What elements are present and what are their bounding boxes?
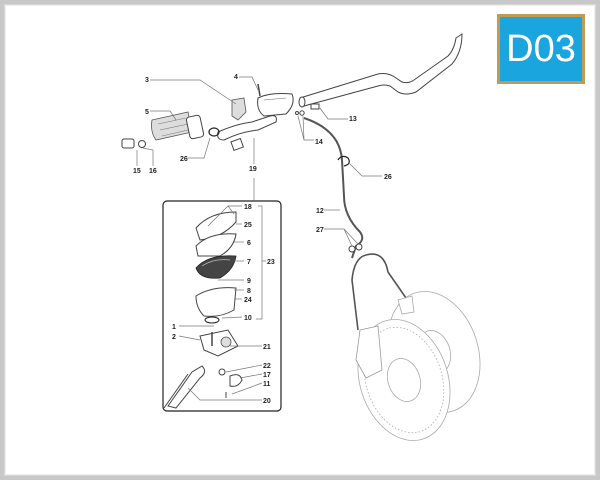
brake-hose-part-12 [303,117,364,259]
callout-11: 11 [263,381,271,388]
o-ring-part-26 [208,127,220,137]
leader-lines [136,76,382,401]
caliper [355,325,383,379]
brake-lever-part-19 [217,115,277,141]
callout-7: 7 [247,259,251,266]
callout-26-clip: 26 [384,174,392,181]
diagram-code-badge: D03 [497,14,585,84]
bolt-part-13 [310,103,320,110]
callout-4: 4 [234,74,238,81]
washer-part-14a [299,110,305,116]
callout-5: 5 [145,109,149,116]
callout-12: 12 [316,208,324,215]
handlebar [298,33,463,108]
callout-17: 17 [263,372,271,379]
nut-part-27a [348,245,356,253]
hose-right-caliper [365,253,407,299]
callout-22: 22 [263,363,271,370]
callout-20: 20 [263,398,271,405]
callout-26-oring: 26 [180,156,188,163]
callout-9: 9 [247,278,251,285]
callout-3: 3 [145,77,149,84]
detail-inset-frame [162,200,282,412]
washer-part-16 [138,140,146,148]
callout-labels: 3 4 5 15 16 26 19 13 14 26 12 27 [133,74,392,234]
brake-discs [355,291,481,441]
callout-13: 13 [349,116,357,123]
inset-callout-labels: 18 25 6 7 23 9 8 24 10 1 2 21 22 17 11 2… [172,204,275,405]
callout-1: 1 [172,324,176,331]
inset-parts [163,211,243,409]
hose-left-caliper [351,254,367,331]
callout-21: 21 [263,344,271,351]
part-3 [231,97,247,121]
lever-pin [230,137,245,152]
washer-part-14b [295,111,299,115]
callout-24: 24 [244,297,252,304]
callout-15: 15 [133,168,141,175]
callout-14: 14 [315,139,323,146]
callout-8: 8 [247,288,251,295]
diagram-code: D03 [506,27,576,70]
callout-27: 27 [316,227,324,234]
bar-end-part-15 [121,138,135,149]
callout-16: 16 [149,168,157,175]
callout-19: 19 [249,166,257,173]
nut-part-27b [355,243,363,251]
callout-25: 25 [244,222,252,229]
callout-18: 18 [244,204,252,211]
grip-part-5 [151,111,205,141]
callout-10: 10 [244,315,252,322]
master-cylinder-part-4 [257,83,294,117]
clip-part-26 [337,155,350,167]
callout-2: 2 [172,334,176,341]
callout-6: 6 [247,240,251,247]
callout-23: 23 [267,259,275,266]
